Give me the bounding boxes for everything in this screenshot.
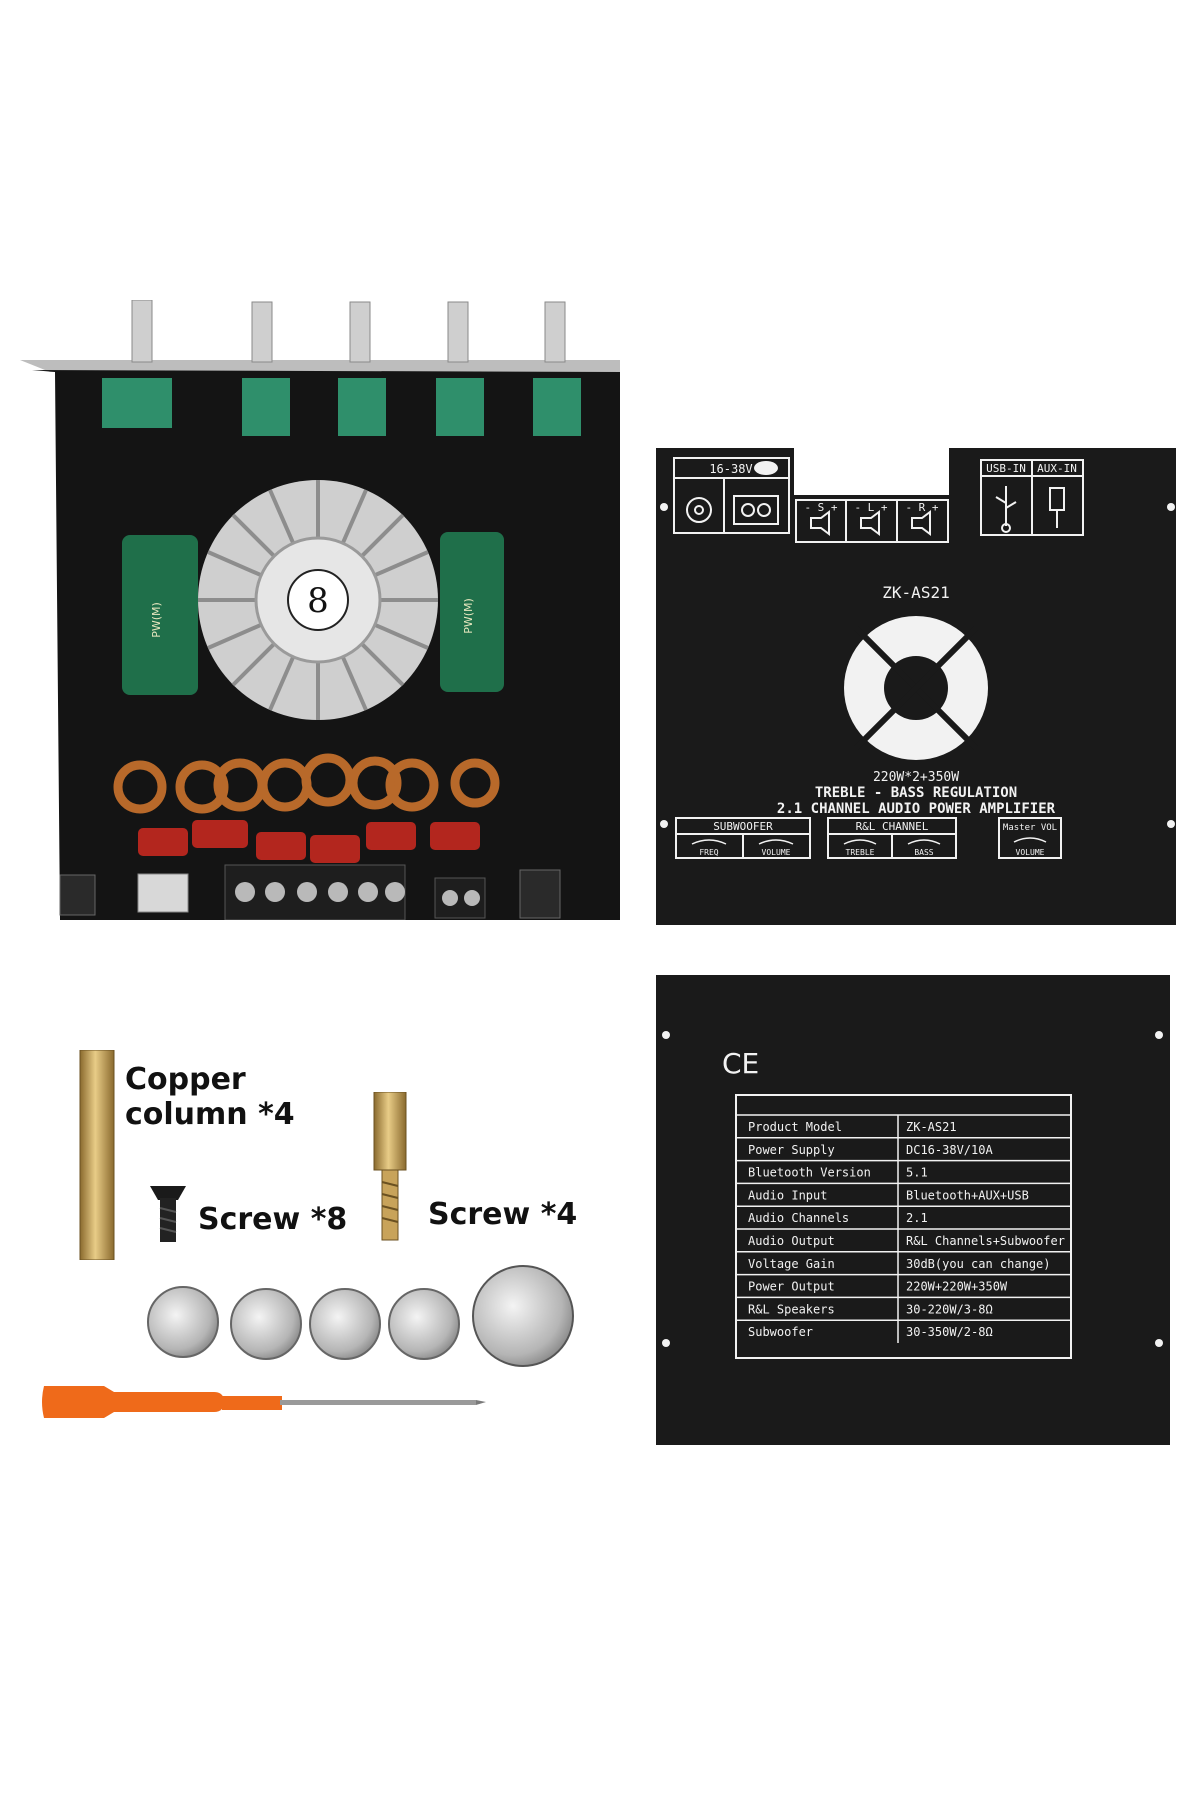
film-capacitors <box>138 820 480 863</box>
aux-jack <box>59 874 96 916</box>
aux-in-label: AUX-IN <box>1037 462 1077 475</box>
speaker-terminal-block <box>224 864 486 920</box>
potentiometers <box>102 378 581 436</box>
top-cover-plate: 16-38V - S + - L + - R + USB-IN AUX-IN Z… <box>656 448 1176 925</box>
speaker-r-label: - R + <box>905 501 938 514</box>
subwoofer-freq-label: FREQ <box>699 848 718 857</box>
spec-value: 2.1 <box>906 1211 928 1225</box>
spec-value: 220W+220W+350W <box>906 1280 1008 1294</box>
speaker-s-label: - S + <box>804 501 837 514</box>
copper-column-label-line2: column *4 <box>125 1097 295 1133</box>
metal-faceplate <box>20 360 620 372</box>
brass-screw-standoff <box>373 1092 407 1241</box>
ce-mark: CE <box>722 1047 759 1080</box>
rl-channel-box-title: R&L CHANNEL <box>856 820 929 833</box>
spec-table-border <box>735 1094 1072 1359</box>
spec-value: 30dB(you can change) <box>906 1257 1051 1271</box>
screwdriver <box>42 1386 486 1418</box>
spec-value: ZK-AS21 <box>906 1120 957 1134</box>
black-screw-label: Screw *8 <box>198 1202 348 1237</box>
copper-column-label: Copper column *4 <box>125 1062 295 1133</box>
mounting-holes <box>662 1031 1163 1347</box>
spec-value: 5.1 <box>906 1166 928 1180</box>
spec-label: Voltage Gain <box>748 1257 835 1271</box>
usb-icon <box>995 486 1017 533</box>
spec-value: DC16-38V/10A <box>906 1143 993 1157</box>
aux-icon <box>1049 487 1065 528</box>
spec-label: R&L Speakers <box>748 1302 835 1316</box>
spec-value: Bluetooth+AUX+USB <box>906 1188 1029 1202</box>
copper-column-standoff <box>79 1050 115 1260</box>
potentiometer-shafts <box>131 300 566 363</box>
svg-text:8: 8 <box>307 581 329 621</box>
heat-sink: 8 <box>198 480 438 720</box>
power-rating-label: 220W*2+350W <box>873 770 959 785</box>
inductors <box>113 753 500 814</box>
spec-label: Audio Input <box>748 1188 827 1202</box>
small-knob-3 <box>309 1288 381 1360</box>
small-knob-4 <box>388 1288 460 1360</box>
regulation-label: TREBLE - BASS REGULATION <box>815 785 1017 801</box>
speaker-l-label: - L + <box>854 501 887 514</box>
knob-arrow-icons <box>691 837 1047 845</box>
master-vol-box-title: Master VOL <box>1003 823 1057 833</box>
master-volume-label: VOLUME <box>1016 848 1045 857</box>
voltage-label: 16-38V <box>709 462 752 476</box>
usb-in-label: USB-IN <box>986 462 1026 475</box>
speaker-icon <box>810 510 931 536</box>
svg-text:PW(M): PW(M) <box>462 598 475 634</box>
usb-port <box>137 873 189 913</box>
subwoofer-box-title: SUBWOOFER <box>713 820 773 833</box>
spec-label: Subwoofer <box>748 1325 813 1339</box>
amplifier-pcb-board: 8 PW(M) PW(M) <box>20 300 620 920</box>
copper-column-label-line1: Copper <box>125 1062 246 1097</box>
dc-power-jack <box>519 869 561 919</box>
spec-label: Audio Channels <box>748 1211 849 1225</box>
fan-opening-icon <box>844 616 988 760</box>
spec-label: Product Model <box>748 1120 842 1134</box>
black-screw <box>150 1186 186 1242</box>
spec-value: 30-350W/2-8Ω <box>906 1325 993 1339</box>
plate-body <box>656 975 1170 1445</box>
svg-text:PW(M): PW(M) <box>150 602 163 638</box>
rl-treble-label: TREBLE <box>846 848 875 857</box>
spec-value: R&L Channels+Subwoofer <box>906 1234 1065 1248</box>
spec-label: Power Output <box>748 1280 835 1294</box>
spec-value: 30-220W/3-8Ω <box>906 1302 993 1316</box>
model-label: ZK-AS21 <box>882 583 949 602</box>
subwoofer-volume-label: VOLUME <box>762 848 791 857</box>
spec-label: Audio Output <box>748 1234 835 1248</box>
power-terminal-icon <box>733 495 779 525</box>
spec-label: Power Supply <box>748 1143 835 1157</box>
rl-bass-label: BASS <box>914 848 933 857</box>
large-knob <box>472 1265 574 1367</box>
small-knob-1 <box>147 1286 219 1358</box>
dc-jack-icon <box>686 497 712 523</box>
mounting-holes <box>660 503 1175 828</box>
electrolytic-capacitors: PW(M) PW(M) <box>122 532 504 695</box>
spec-label: Bluetooth Version <box>748 1166 871 1180</box>
power-switch-slot <box>754 461 778 475</box>
volume-knobs <box>147 1265 574 1367</box>
small-knob-2 <box>230 1288 302 1360</box>
amplifier-type-label: 2.1 CHANNEL AUDIO POWER AMPLIFIER <box>777 801 1056 817</box>
brass-screw-label: Screw *4 <box>428 1197 578 1232</box>
